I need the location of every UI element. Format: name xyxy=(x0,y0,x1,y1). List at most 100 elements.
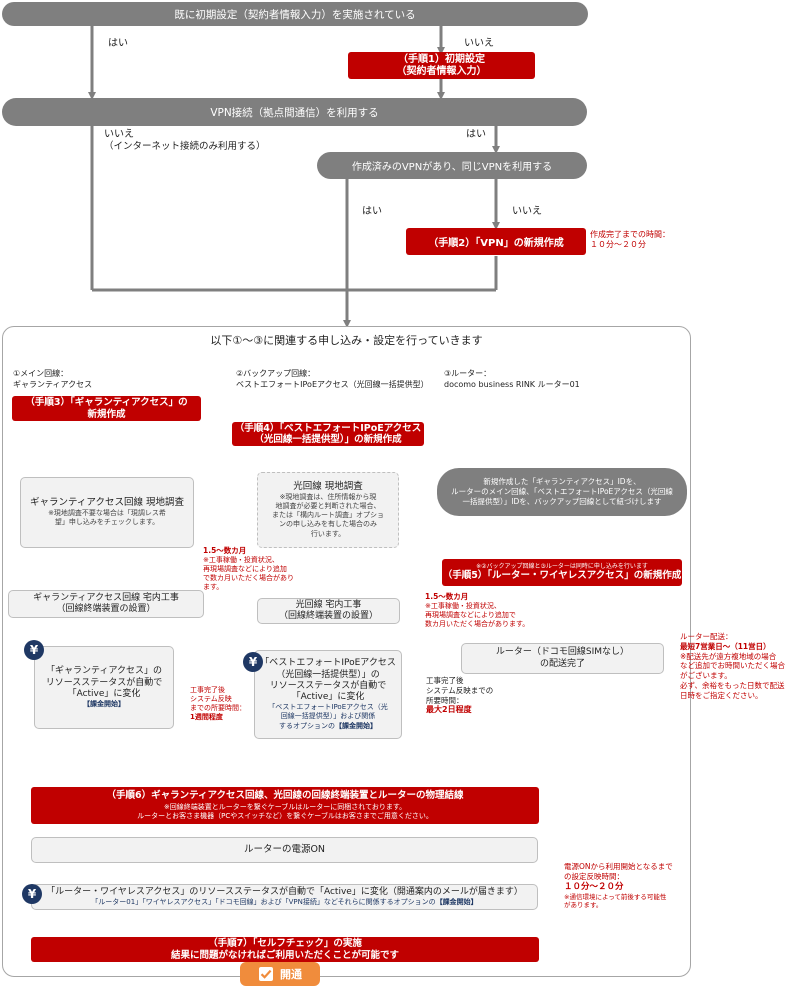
yen-billing-icon: ¥ xyxy=(22,884,42,904)
note-line: 日時をご指定ください。 xyxy=(680,690,763,700)
router-info-line: 新規作成した「ギャランティアクセス」IDを、 xyxy=(483,476,641,486)
fiber-survey-note: 地調査が必要と判断された場合、 xyxy=(275,502,381,511)
delivery-line2: の配送完了 xyxy=(539,658,585,669)
container-title: 以下①～③に関連する申し込み・設定を行っていきます xyxy=(210,334,483,347)
column-number-label: ③ルーター： xyxy=(444,369,492,378)
fiber-survey-title: 光回線 現地調査 xyxy=(293,481,363,493)
note-line: 工事完了後 xyxy=(426,676,464,685)
step1-initial-setup[interactable]: （手順1）初期設定 （契約者情報入力） xyxy=(348,52,535,79)
fiber-survey-note: 行います。 xyxy=(310,529,346,538)
fiber-active-sub: 回線一括提供型）」および関係 xyxy=(280,712,376,721)
note-line: までの所要時間： xyxy=(190,704,246,713)
branch-no-label: いいえ xyxy=(464,38,494,49)
fiber-active-sub: するオプションの xyxy=(279,721,335,730)
yen-billing-icon: ¥ xyxy=(24,640,44,660)
step2-create-vpn[interactable]: （手順2）「VPN」の新規作成 xyxy=(406,228,586,255)
fiber-site-survey: 光回線 現地調査 ※現地調査は、住所情報から現 地調査が必要と判断された場合、 … xyxy=(257,472,399,548)
note-line: システム反映までの xyxy=(426,685,494,695)
note-line: システム反映 xyxy=(190,695,232,704)
note-line: ※工事稼働・投資状況、 xyxy=(425,601,501,610)
duration-value: 1.5～数カ月 xyxy=(203,546,247,555)
note-line: 再現場調査などにより追加 xyxy=(203,564,287,573)
step4-best-effort-ipoe[interactable]: （手順4）「ベストエフォートIPoEアクセス （光回線一括提供型）」の新規作成 xyxy=(232,422,424,446)
ga-site-survey: ギャランティアクセス回線 現地調査 ※現地調査不要な場合は「現調レス希 望」申し… xyxy=(20,477,194,548)
fiber-duration-note: 1.5～数カ月 ※工事稼働・投資状況、 再現場調査などにより追加で 数カ月いただ… xyxy=(425,592,529,629)
step6-label: （手順6）ギャランティアクセス回線、光回線の回線終端装置とルーターの物理結線 xyxy=(106,790,464,802)
step7-self-check[interactable]: （手順7）「セルフチェック」の実施 結果に問題がなければご利用いただくことが可能… xyxy=(31,937,539,962)
time-note-value: １０分～２０分 xyxy=(590,240,646,250)
duration-value: 1.5～数カ月 xyxy=(425,592,469,601)
step3-guaranteed-access[interactable]: （手順3）「ギャランティアクセス」の 新規作成 xyxy=(12,396,201,421)
checkmark-icon xyxy=(259,967,273,981)
note-line: ルーター配送： xyxy=(680,632,733,641)
step4-line1: （手順4）「ベストエフォートIPoEアクセス xyxy=(234,422,422,434)
note-line: 工事完了後 xyxy=(190,686,225,694)
step2-time-note: 作成完了までの時間： １０分～２０分 xyxy=(590,230,670,251)
yen-billing-icon: ¥ xyxy=(243,652,263,672)
fiber-work-line2: （回線終端装置の設置） xyxy=(278,611,378,621)
column-header-backup-line: ②バックアップ回線： ベストエフォートIPoEアクセス（光回線一括提供型） xyxy=(236,368,429,390)
step6-note: ルーターとお客さま機器（PCやスイッチなど）を繋ぐケーブルはお客さまでご用意くだ… xyxy=(137,811,433,820)
column-header-main-line: ①メイン回線： ギャランティアクセス xyxy=(13,368,92,390)
step6-physical-wiring[interactable]: （手順6）ギャランティアクセス回線、光回線の回線終端装置とルーターの物理結線 ※… xyxy=(31,787,539,824)
note-line: 電源ONから利用開始となるまで xyxy=(564,862,673,871)
fiber-active-line: リソースステータスが自動で xyxy=(269,680,387,691)
note-line: ※通信環境によって前後する可能性 xyxy=(564,892,667,901)
router-wireless-active: 「ルーター・ワイヤレスアクセス」のリソースステータスが自動で「Active」に変… xyxy=(31,884,538,910)
step1-line2: （契約者情報入力） xyxy=(396,65,487,77)
step3-line1: （手順3）「ギャランティアクセス」の xyxy=(25,397,188,409)
question-text: 作成済みのVPNがあり、同じVPNを利用する xyxy=(351,162,553,173)
column-service-label: docomo business RINK ルーター01 xyxy=(444,380,580,390)
router-delivery: ルーター（ドコモ回線SIMなし） の配送完了 xyxy=(461,643,664,674)
note-line: の設定反映時間： xyxy=(564,871,624,881)
note-line: がございます。 xyxy=(680,671,732,680)
fiber-active-line: 「ベストエフォートIPoEアクセス xyxy=(260,658,396,669)
power-on-label: ルーターの電源ON xyxy=(243,844,326,856)
note-line: など追加でお時間いただく場合 xyxy=(680,661,785,671)
ga-survey-note: 望」申し込みをチェックします。 xyxy=(54,518,160,527)
step4-line2: （光回線一括提供型）」の新規作成 xyxy=(254,434,402,445)
fiber-active-sub: 「ベストエフォートIPoEアクセス（光 xyxy=(268,703,388,712)
time-value: １０分～２０分 xyxy=(564,881,624,892)
branch-yes-label: はい xyxy=(108,38,128,49)
step7-line2: 結果に問題がなければご利用いただくことが可能です xyxy=(170,949,399,961)
step5-router-wireless[interactable]: ※②バックアップ回線と③ルーターは同時に申し込みを行います （手順5）「ルーター… xyxy=(442,559,682,586)
question-existing-vpn: 作成済みのVPNがあり、同じVPNを利用する xyxy=(317,152,587,179)
branch-yes-label: はい xyxy=(466,129,486,140)
column-header-router: ③ルーター： docomo business RINK ルーター01 xyxy=(444,368,580,390)
step1-line1: （手順1）初期設定 xyxy=(398,54,485,65)
note-line: ※工事稼働・投資状況、 xyxy=(203,555,279,564)
delivery-line1: ルーター（ドコモ回線SIMなし） xyxy=(495,647,630,658)
time-value: 最大2日程度 xyxy=(426,705,472,715)
fiber-survey-note: ※現地調査は、住所情報から現 xyxy=(279,493,377,502)
ga-duration-note: 1.5～数カ月 ※工事稼働・投資状況、 再現場調査などにより追加 で数カ月いただ… xyxy=(203,546,294,592)
router-power-on: ルーターの電源ON xyxy=(31,837,538,863)
fiber-onsite-work: 光回線 宅内工事 （回線終端装置の設置） xyxy=(257,598,400,624)
router-info-line: ルーターのメイン回線、「ベストエフォートIPoEアクセス（光回線 xyxy=(451,486,673,496)
ga-survey-title: ギャランティアクセス回線 現地調査 xyxy=(30,497,184,509)
note-line: があります。 xyxy=(564,900,603,909)
delivery-time-value: 最短7営業日～（11営日） xyxy=(680,641,771,651)
router-linking-info: 新規作成した「ギャランティアクセス」IDを、 ルーターのメイン回線、「ベストエフ… xyxy=(437,468,687,516)
billing-start-badge: 【課金開始】 xyxy=(435,898,478,907)
branch-no-label: いいえ xyxy=(104,129,134,140)
column-number-label: ①メイン回線： xyxy=(13,369,69,378)
rw-active-sub: 「ルーター01」「ワイヤレスアクセス」「ドコモ回線」および「VPN接続」などそれ… xyxy=(91,898,436,907)
fiber-active-line: 「Active」に変化 xyxy=(291,692,365,703)
question-initial-setup: 既に初期設定（契約者情報入力）を実施されている xyxy=(2,2,588,26)
step3-line2: 新規作成 xyxy=(87,408,126,420)
fiber-survey-note: ンの申し込みを有した場合のみ xyxy=(279,520,377,529)
fiber-work-line1: 光回線 宅内工事 xyxy=(295,599,362,610)
column-service-label: ギャランティアクセス xyxy=(13,380,93,390)
step7-line1: （手順7）「セルフチェック」の実施 xyxy=(208,938,362,950)
router-info-line: 一括提供型）」IDを、バックアップ回線として紐づけします xyxy=(462,497,662,507)
note-line: 所要時間： xyxy=(426,695,464,705)
column-number-label: ②バックアップ回線： xyxy=(236,369,316,378)
billing-start-badge: 【課金開始】 xyxy=(335,721,377,730)
step2-label: （手順2）「VPN」の新規作成 xyxy=(428,238,564,249)
ga-onsite-work: ギャランティアクセス回線 宅内工事 （回線終端装置の設置） xyxy=(8,590,204,618)
ga-active-line: リソースステータスが自動で xyxy=(45,677,163,688)
billing-start-badge: 【課金開始】 xyxy=(83,700,125,708)
step6-note: ※回線終端装置とルーターを繋ぐケーブルはルーターに同梱されております。 xyxy=(163,802,407,811)
step5-prenote: ※②バックアップ回線と③ルーターは同時に申し込みを行います xyxy=(476,563,648,571)
